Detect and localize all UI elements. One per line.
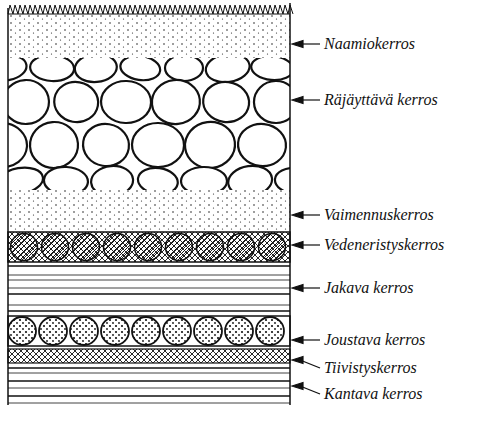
boulder <box>250 58 290 82</box>
elastic-cell <box>39 317 67 345</box>
layer-label: Naamiokerros <box>324 36 415 52</box>
layer-line <box>8 403 290 404</box>
layer-label: Räjäyttävä kerros <box>324 92 438 108</box>
boulder <box>8 164 45 190</box>
elastic-cell <box>101 317 129 345</box>
boulder <box>274 166 290 190</box>
layer-line <box>8 388 290 389</box>
boulder <box>8 79 50 125</box>
boulder <box>150 78 202 127</box>
waterproof-roll <box>228 234 255 261</box>
arrowhead <box>292 97 303 104</box>
layer-line <box>8 305 290 306</box>
elastic-cell <box>70 317 98 345</box>
layer-label: Kantava kerros <box>324 386 423 402</box>
layer-line <box>8 367 290 369</box>
boulder <box>74 58 118 84</box>
elastic-cell <box>194 317 222 345</box>
boulder <box>236 122 288 169</box>
arrowhead <box>292 212 303 219</box>
boulder <box>29 58 74 82</box>
ground-line <box>8 14 290 15</box>
grass-line <box>8 5 293 14</box>
boulder <box>119 58 162 83</box>
arrowhead <box>292 242 303 249</box>
boulder <box>28 120 79 169</box>
boulder <box>8 121 28 168</box>
arrowhead <box>292 357 303 364</box>
layer-line <box>8 288 290 289</box>
arrowhead <box>292 383 303 390</box>
layer-line <box>8 280 290 281</box>
layer-line <box>8 380 290 382</box>
waterproof-roll <box>104 234 131 261</box>
layer-label: Vaimennuskerros <box>324 207 434 223</box>
waterproof-roll <box>197 234 224 261</box>
waterproof-roll <box>135 234 162 261</box>
boulder <box>100 80 151 124</box>
boulder <box>132 123 185 168</box>
layer-label: Joustava kerros <box>324 332 425 348</box>
arrowhead <box>292 337 303 344</box>
layer-line <box>8 310 290 312</box>
boulder <box>204 58 251 85</box>
elastic-cell <box>163 317 191 345</box>
elastic-cell <box>256 317 284 345</box>
boulder <box>181 167 227 190</box>
elastic-cell <box>225 317 253 345</box>
layer-label: Tiivistyskerros <box>324 360 417 376</box>
boulder <box>43 166 88 190</box>
waterproof-roll <box>73 234 100 261</box>
boulder <box>182 119 237 171</box>
boulder <box>136 165 179 190</box>
waterproof-roll <box>259 234 286 261</box>
boulder <box>90 164 134 190</box>
layer-line <box>8 265 290 267</box>
layer-label: Jakava kerros <box>324 280 414 296</box>
boulder <box>201 79 252 124</box>
arrowhead <box>292 41 303 48</box>
layer-line <box>8 275 290 276</box>
elastic-cell <box>8 317 36 345</box>
waterproof-roll <box>11 234 38 261</box>
arrowhead <box>292 285 303 292</box>
layer-label: Vedeneristyskerros <box>324 237 444 253</box>
boulder <box>165 58 203 81</box>
layer-line <box>8 395 290 397</box>
layer-line <box>8 373 290 374</box>
elastic-cell <box>132 317 160 345</box>
layer-line <box>8 293 290 295</box>
waterproof-roll <box>166 234 193 261</box>
boulder <box>226 163 274 190</box>
waterproof-roll <box>42 234 69 261</box>
boulder <box>254 81 290 124</box>
boulder <box>80 121 132 170</box>
boulder <box>51 78 101 125</box>
